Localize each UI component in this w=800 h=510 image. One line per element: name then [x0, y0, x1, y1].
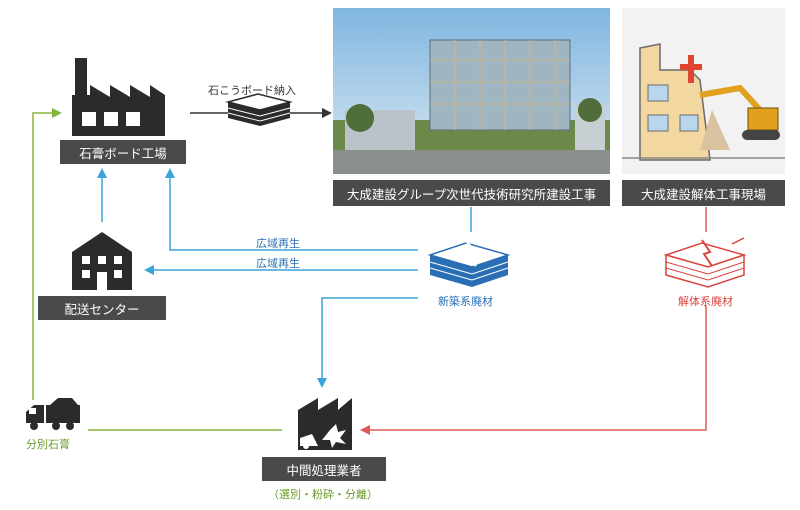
truck-icon: [26, 398, 80, 430]
building-icon: [72, 232, 132, 290]
construction-site-label: 大成建設グループ次世代技術研究所建設工事: [333, 180, 610, 206]
waste-stack-icon-red: [663, 237, 747, 288]
construction-site-image: [333, 8, 610, 174]
intermediate-processor-label: 中間処理業者: [262, 457, 386, 481]
demolition-waste-text: 解体系廃材: [678, 295, 733, 308]
gypsum-factory-label: 石膏ボード工場: [60, 140, 186, 164]
processing-factory-icon: [298, 398, 352, 450]
recycle-to-factory-arrow: [165, 168, 418, 251]
wide-area-recycle-text-1: 広域再生: [256, 237, 300, 250]
board-delivery-text: 石こうボード納入: [208, 84, 296, 97]
new-build-waste-text: 新築系廃材: [438, 295, 493, 308]
factory-icon: [72, 58, 165, 136]
wide-area-recycle-text-2: 広域再生: [256, 257, 300, 270]
demolition-site-image: [622, 8, 785, 174]
processor-note-text: （選別・粉砕・分離）: [268, 488, 378, 501]
newbuild-to-processor-arrow: [317, 297, 418, 388]
sorted-gypsum-text: 分別石膏: [26, 438, 70, 451]
demolition-to-processor-arrow: [360, 305, 707, 435]
waste-stack-icon-blue: [427, 239, 511, 287]
gypsum-board-stack-icon: [225, 93, 293, 126]
truck-to-factory-arrow: [32, 108, 62, 400]
demolition-site-label: 大成建設解体工事現場: [622, 180, 785, 206]
excavator-icon: [699, 84, 780, 140]
delivery-center-label: 配送センター: [38, 296, 166, 320]
